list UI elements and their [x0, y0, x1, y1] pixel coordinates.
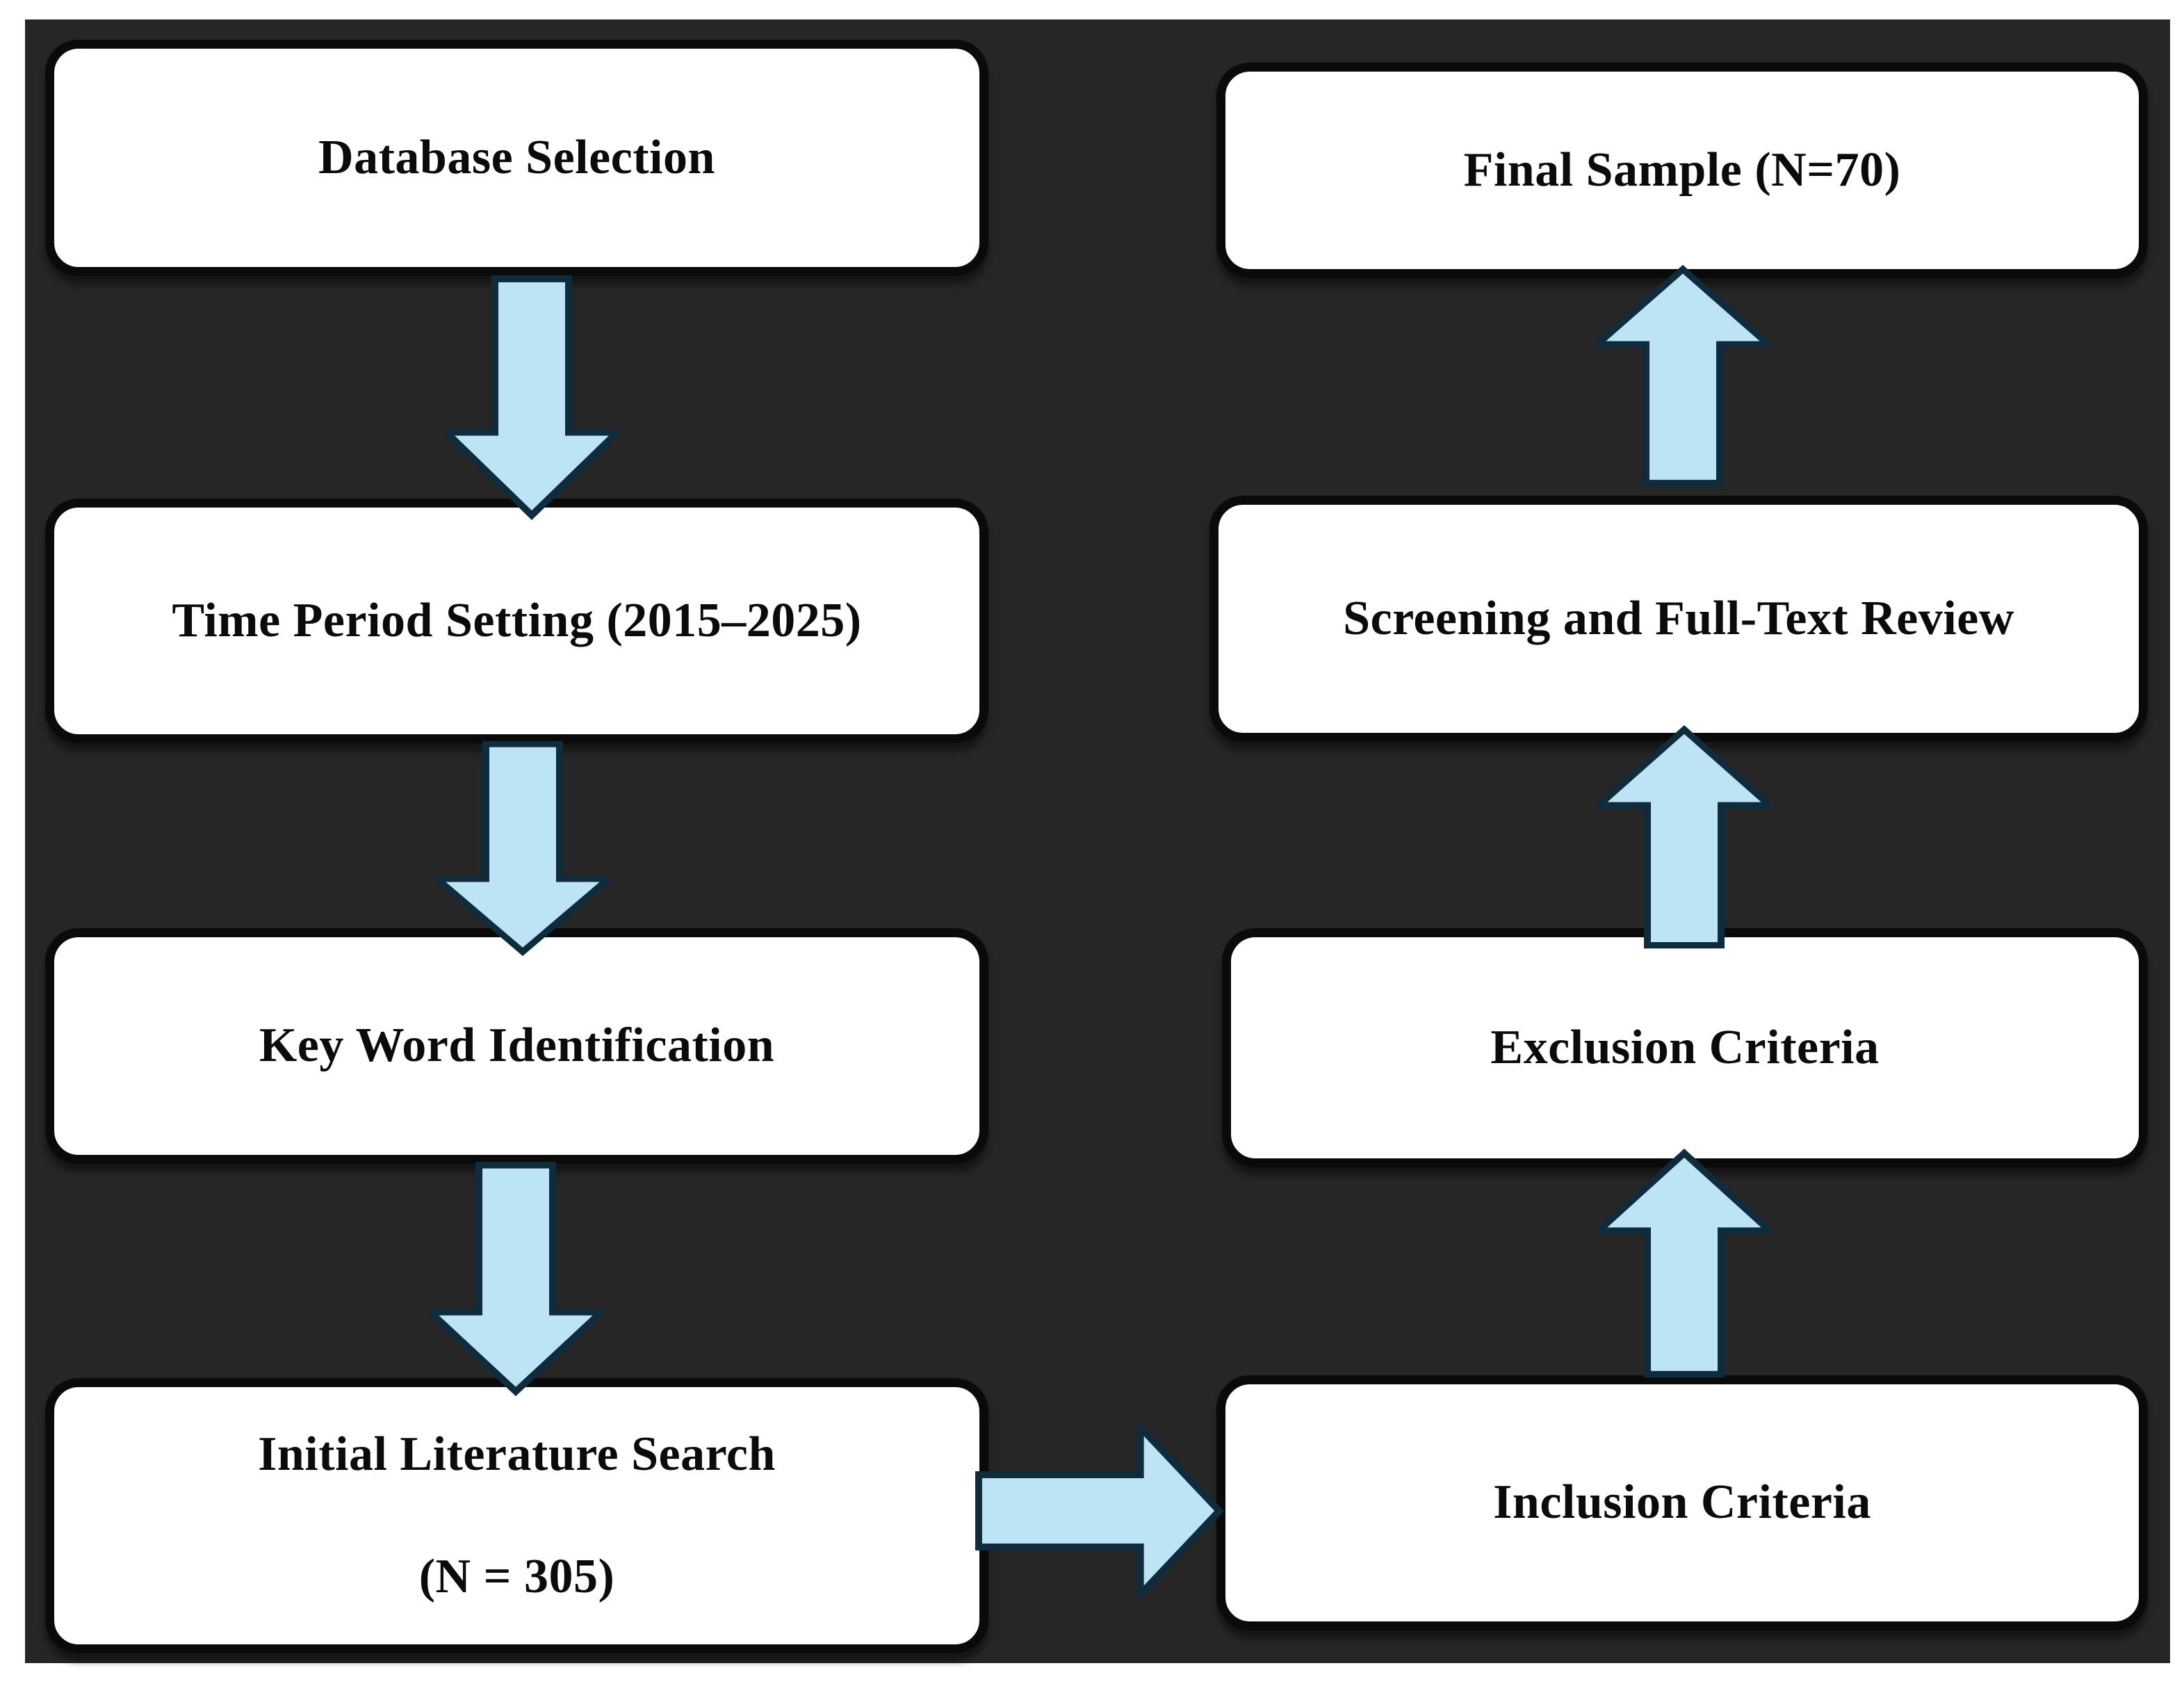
node-inclusion-criteria: Inclusion Criteria: [1216, 1375, 2148, 1630]
node-inclusion-criteria-label: Inclusion Criteria: [1493, 1475, 1871, 1530]
arrow-down-icon: [436, 740, 610, 956]
node-key-word-identification-label: Key Word Identification: [259, 1019, 775, 1073]
node-initial-literature-search: Initial Literature Search (N = 305): [45, 1378, 988, 1653]
node-time-period-setting: Time Period Setting (2015–2025): [45, 499, 988, 743]
node-database-selection-label: Database Selection: [318, 130, 715, 184]
node-screening-full-text-review-label: Screening and Full-Text Review: [1343, 591, 2014, 645]
arrow-right-icon: [975, 1425, 1223, 1596]
node-database-selection: Database Selection: [45, 40, 988, 276]
node-final-sample-label: Final Sample (N=70): [1463, 143, 1901, 197]
arrow-down-icon: [445, 275, 619, 520]
node-initial-literature-search-count: (N = 305): [418, 1550, 615, 1603]
node-initial-literature-search-label: Initial Literature Search: [258, 1427, 776, 1481]
arrow-up-icon: [1597, 725, 1771, 949]
arrow-up-icon: [1596, 265, 1770, 487]
arrow-down-icon: [429, 1161, 603, 1396]
node-screening-full-text-review: Screening and Full-Text Review: [1209, 496, 2148, 742]
node-exclusion-criteria-label: Exclusion Criteria: [1490, 1020, 1880, 1074]
arrow-up-icon: [1597, 1149, 1771, 1378]
node-exclusion-criteria: Exclusion Criteria: [1222, 928, 2148, 1167]
node-final-sample: Final Sample (N=70): [1216, 63, 2148, 278]
node-time-period-setting-label: Time Period Setting (2015–2025): [172, 593, 862, 647]
node-key-word-identification: Key Word Identification: [45, 928, 988, 1164]
